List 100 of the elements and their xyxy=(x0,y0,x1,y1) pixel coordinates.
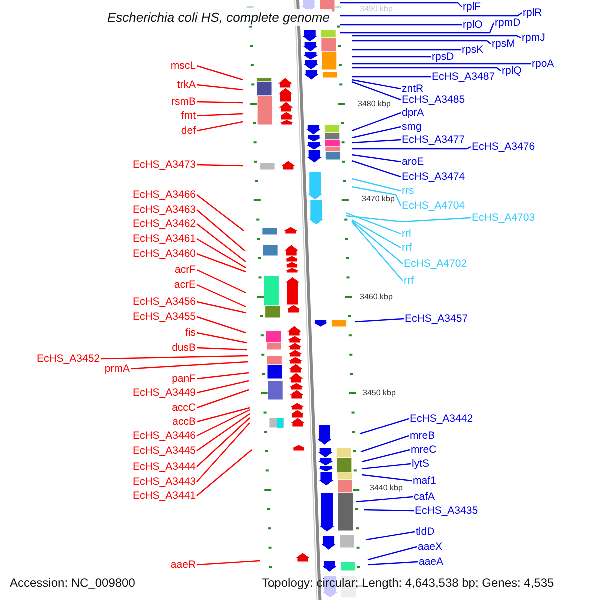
leader-line xyxy=(352,76,431,78)
leader-line xyxy=(196,347,248,351)
leader-line xyxy=(362,463,412,470)
leader-line xyxy=(352,186,402,206)
leader-line xyxy=(352,154,402,163)
gene-label: accC xyxy=(172,402,196,414)
leader-line xyxy=(196,253,246,273)
leader-line xyxy=(340,2,462,8)
gene-label: rplO xyxy=(463,19,483,31)
gene-label: prmA xyxy=(104,363,130,375)
scale-label: 3450 kbp xyxy=(363,388,396,398)
leader-line xyxy=(360,418,410,435)
leader-line xyxy=(196,121,244,132)
gene-label: panF xyxy=(172,373,196,385)
gene-label: EcHS_A3443 xyxy=(132,476,196,488)
gene-label: EcHS_A3446 xyxy=(132,430,196,442)
leader-line xyxy=(352,49,461,51)
leader-line xyxy=(340,22,495,34)
gene-label: EcHS_A3463 xyxy=(132,204,196,216)
leader-line xyxy=(352,56,431,58)
gene-label: rrf xyxy=(402,242,412,254)
leader-line xyxy=(354,318,404,323)
scale-label: 3460 kbp xyxy=(360,292,393,302)
leader-line xyxy=(196,407,250,423)
leader-line xyxy=(196,389,250,409)
gene-label: rplR xyxy=(523,7,542,19)
gene-label: EcHS_A3473 xyxy=(132,159,196,171)
leader-line xyxy=(352,112,402,132)
gene-label: fmt xyxy=(181,110,196,122)
leader-line xyxy=(196,316,246,334)
gene-label: EcHS_A3435 xyxy=(415,505,478,517)
gene-label: rsmB xyxy=(172,96,196,108)
leader-line xyxy=(356,496,414,503)
gene-label: accB xyxy=(172,416,196,428)
gene-label: rpmD xyxy=(495,17,521,29)
leader-line xyxy=(196,450,252,496)
leader-line xyxy=(346,212,402,235)
footer-text: Accession: NC_009800 xyxy=(10,576,136,590)
gene-label: rrs xyxy=(402,185,414,197)
leader-line xyxy=(130,361,248,370)
leader-line xyxy=(352,222,404,282)
leader-line xyxy=(196,380,250,394)
gene-label: rpsK xyxy=(462,44,484,56)
gene-label: mscL xyxy=(170,60,196,72)
gene-label: EcHS_A3456 xyxy=(132,296,196,308)
gene-label: def xyxy=(181,125,196,137)
leader-line xyxy=(352,219,402,249)
gene-label: aroE xyxy=(402,156,424,168)
leader-line xyxy=(196,422,250,482)
gene-label: dprA xyxy=(402,107,424,119)
gene-label: smg xyxy=(402,121,422,133)
gene-label: EcHS_A3477 xyxy=(402,134,466,146)
scale-label: 3470 kbp xyxy=(362,194,395,204)
gene-label: rrl xyxy=(402,228,412,240)
leader-line xyxy=(196,84,244,91)
gene-label: EcHS_A3487 xyxy=(432,71,496,83)
leader-line xyxy=(196,269,246,294)
gene-label: EcHS_A3460 xyxy=(132,248,196,260)
gene-label: aaeA xyxy=(419,556,444,568)
gene-label: EcHS_A3466 xyxy=(132,189,196,201)
leader-line xyxy=(196,224,246,262)
leader-line xyxy=(196,210,246,252)
gene-label: EcHS_A3444 xyxy=(132,461,196,473)
gene-label: fis xyxy=(186,327,196,339)
scale-label: 3480 kbp xyxy=(358,100,391,108)
leader-line xyxy=(340,24,462,26)
leader-line xyxy=(352,79,402,90)
gene-label: mreC xyxy=(411,444,437,456)
gene-label: mreB xyxy=(410,430,436,442)
gene-label: EcHS_A3455 xyxy=(132,311,196,323)
gene-label: rplF xyxy=(463,1,482,13)
gene-label: EcHS_A3445 xyxy=(132,445,196,457)
leader-line xyxy=(196,301,246,314)
leader-line xyxy=(352,178,402,192)
leader-line xyxy=(364,509,414,512)
gene-label: trkA xyxy=(177,79,196,91)
leader-line xyxy=(368,561,418,566)
gene-label: EcHS_A4704 xyxy=(402,200,466,212)
leader-line xyxy=(352,81,402,101)
gene-label: tldD xyxy=(416,526,435,538)
scale-label: 3440 kbp xyxy=(370,484,403,492)
leader-line xyxy=(352,146,472,150)
gene-label: rrf xyxy=(404,275,414,287)
gene-label: EcHS_A3457 xyxy=(405,313,468,325)
gene-label: EcHS_A3461 xyxy=(132,233,196,245)
gene-label: rpoA xyxy=(532,58,554,70)
leader-line xyxy=(352,63,531,65)
leader-line xyxy=(360,435,410,453)
leader-line xyxy=(196,194,244,232)
gene-label: EcHS_A3449 xyxy=(132,387,196,399)
gene-label: acrE xyxy=(174,279,196,291)
leader-line xyxy=(352,35,522,39)
map-title: Escherichia coli HS, complete genome xyxy=(105,9,332,26)
leader-line xyxy=(362,474,412,482)
leader-line xyxy=(196,409,250,437)
leader-line xyxy=(340,12,522,17)
gene-label: lytS xyxy=(412,458,430,470)
gene-label: rpsD xyxy=(432,51,454,63)
gene-label: EcHS_A3441 xyxy=(132,490,196,502)
leader-line xyxy=(362,449,410,463)
